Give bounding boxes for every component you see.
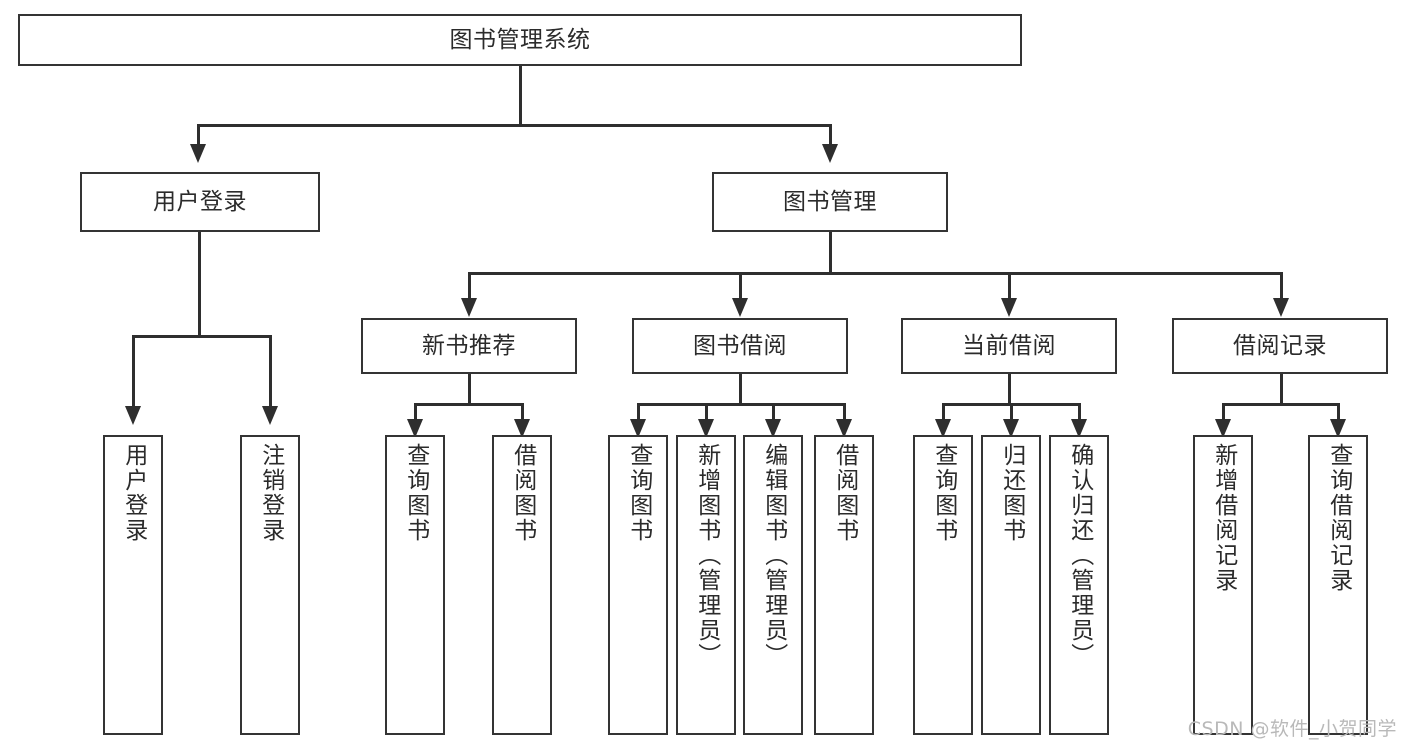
leaf-borrow-book[interactable]: 借阅图书 [814,435,874,735]
leaf-label: 借阅图书 [509,443,536,543]
connector-book-manage-to-new-book [468,272,471,300]
leaf-query-borrow-record[interactable]: 查询借阅记录 [1308,435,1368,735]
connector-current-borrow-to-leaf-3 [1078,403,1081,421]
watermark-text: CSDN @软件_小贺同学 [1187,718,1397,740]
node-label: 图书管理 [783,188,877,215]
connector-borrow-record-to-leaf-2 [1337,403,1340,421]
leaf-label: 编辑图书（管理员） [760,443,787,668]
leaf-label: 查询借阅记录 [1325,443,1352,593]
arrowhead-book-borrow-leaf-2 [698,419,714,438]
arrowhead-new-book-leaf-1 [407,419,423,438]
connector-book-manage-to-record [1280,272,1283,300]
arrowhead-book-manage-record [1273,298,1289,317]
node-current-borrow[interactable]: 当前借阅 [901,318,1117,374]
connector-root-bus [197,124,831,127]
leaf-add-book-admin[interactable]: 新增图书（管理员） [676,435,736,735]
arrowhead-book-manage-current [1001,298,1017,317]
connector-new-book-bus [414,403,524,406]
connector-user-login-to-leaf-1 [132,335,135,408]
leaf-edit-book-admin[interactable]: 编辑图书（管理员） [743,435,803,735]
connector-user-login-to-leaf-2 [269,335,272,408]
node-label: 用户登录 [153,188,247,215]
connector-new-book-stem [468,374,471,406]
leaf-label: 查询图书 [402,443,429,543]
arrowhead-borrow-record-leaf-1 [1215,419,1231,438]
arrowhead-current-borrow-leaf-1 [935,419,951,438]
connector-root-stem [519,66,522,126]
connector-book-borrow-to-leaf-1 [637,403,640,421]
leaf-query-book-recommend[interactable]: 查询图书 [385,435,445,735]
leaf-logout[interactable]: 注销登录 [240,435,300,735]
connector-book-manage-stem [829,232,832,274]
node-label: 图书管理系统 [449,26,591,53]
leaf-label: 借阅图书 [831,443,858,543]
connector-book-borrow-to-leaf-4 [843,403,846,421]
arrowhead-book-manage-new-book [461,298,477,317]
leaf-confirm-return-admin[interactable]: 确认归还（管理员） [1049,435,1109,735]
node-label: 图书借阅 [693,332,787,359]
connector-new-book-to-leaf-1 [414,403,417,421]
arrowhead-book-borrow-leaf-3 [765,419,781,438]
node-book-management[interactable]: 图书管理 [712,172,948,232]
node-label: 新书推荐 [422,332,516,359]
node-book-borrow[interactable]: 图书借阅 [632,318,848,374]
connector-new-book-to-leaf-2 [521,403,524,421]
leaf-label: 新增借阅记录 [1210,443,1237,593]
node-label: 借阅记录 [1233,332,1327,359]
arrowhead-root-to-book-manage [822,144,838,163]
arrowhead-new-book-leaf-2 [514,419,530,438]
connector-book-borrow-bus [637,403,846,406]
connector-borrow-record-to-leaf-1 [1222,403,1225,421]
arrowhead-borrow-record-leaf-2 [1330,419,1346,438]
connector-book-borrow-to-leaf-3 [772,403,775,421]
leaf-label: 归还图书 [998,443,1025,543]
connector-book-manage-to-borrow [739,272,742,300]
arrowhead-root-to-user-login [190,144,206,163]
connector-current-borrow-to-leaf-2 [1010,403,1013,421]
connector-current-borrow-stem [1008,374,1011,406]
connector-root-to-book-manage [829,124,832,146]
node-label: 当前借阅 [962,332,1056,359]
arrowhead-book-borrow-leaf-4 [836,419,852,438]
arrowhead-user-login-leaf-1 [125,406,141,425]
leaf-return-book[interactable]: 归还图书 [981,435,1041,735]
connector-book-manage-to-current [1008,272,1011,300]
arrowhead-user-login-leaf-2 [262,406,278,425]
leaf-query-book-borrow[interactable]: 查询图书 [608,435,668,735]
connector-borrow-record-bus [1222,403,1340,406]
leaf-label: 查询图书 [625,443,652,543]
leaf-label: 新增图书（管理员） [693,443,720,668]
node-root-system[interactable]: 图书管理系统 [18,14,1022,66]
connector-borrow-record-stem [1280,374,1283,406]
node-new-book-recommend[interactable]: 新书推荐 [361,318,577,374]
leaf-query-book-current[interactable]: 查询图书 [913,435,973,735]
connector-book-borrow-to-leaf-2 [705,403,708,421]
connector-book-manage-bus [468,272,1280,275]
leaf-label: 确认归还（管理员） [1066,443,1093,668]
connector-current-borrow-to-leaf-1 [942,403,945,421]
arrowhead-book-manage-borrow [732,298,748,317]
node-user-login[interactable]: 用户登录 [80,172,320,232]
node-borrow-record[interactable]: 借阅记录 [1172,318,1388,374]
connector-book-borrow-stem [739,374,742,406]
arrowhead-current-borrow-leaf-2 [1003,419,1019,438]
connector-user-login-bus [132,335,272,338]
leaf-borrow-book-recommend[interactable]: 借阅图书 [492,435,552,735]
leaf-label: 查询图书 [930,443,957,543]
leaf-label: 注销登录 [257,443,284,543]
arrowhead-book-borrow-leaf-1 [630,419,646,438]
leaf-label: 用户登录 [120,443,147,543]
arrowhead-current-borrow-leaf-3 [1071,419,1087,438]
leaf-add-borrow-record[interactable]: 新增借阅记录 [1193,435,1253,735]
connector-user-login-stem [198,232,201,337]
connector-root-to-user-login [197,124,200,146]
leaf-user-login[interactable]: 用户登录 [103,435,163,735]
